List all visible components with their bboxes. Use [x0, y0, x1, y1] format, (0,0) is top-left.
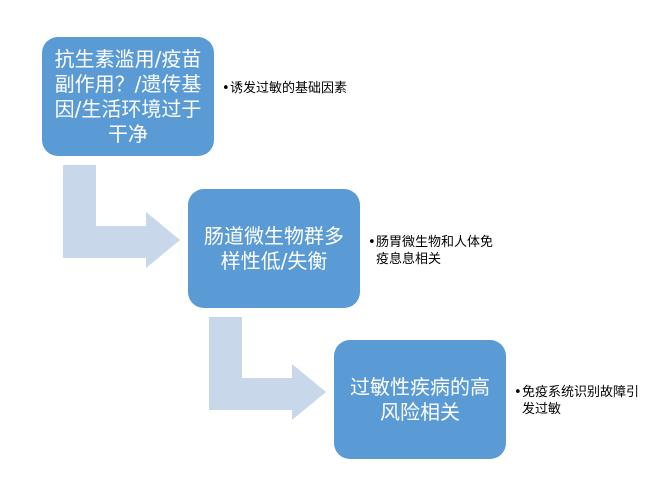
bent-arrow-1	[63, 165, 180, 268]
step-box-3: 过敏性疾病的高风险相关	[334, 340, 506, 459]
step-box-2: 肠道微生物群多样性低/失衡	[188, 189, 360, 308]
step-box-1: 抗生素滥用/疫苗副作用？/遗传基因/生活环境过于干净	[42, 37, 214, 156]
step-note-3: 免疫系统识别故障引发过敏	[514, 384, 642, 418]
bent-arrow-2	[209, 317, 326, 420]
step-note-1: 诱发过敏的基础因素	[222, 80, 350, 97]
step-note-2: 肠胃微生物和人体免疫息息相关	[368, 234, 496, 268]
